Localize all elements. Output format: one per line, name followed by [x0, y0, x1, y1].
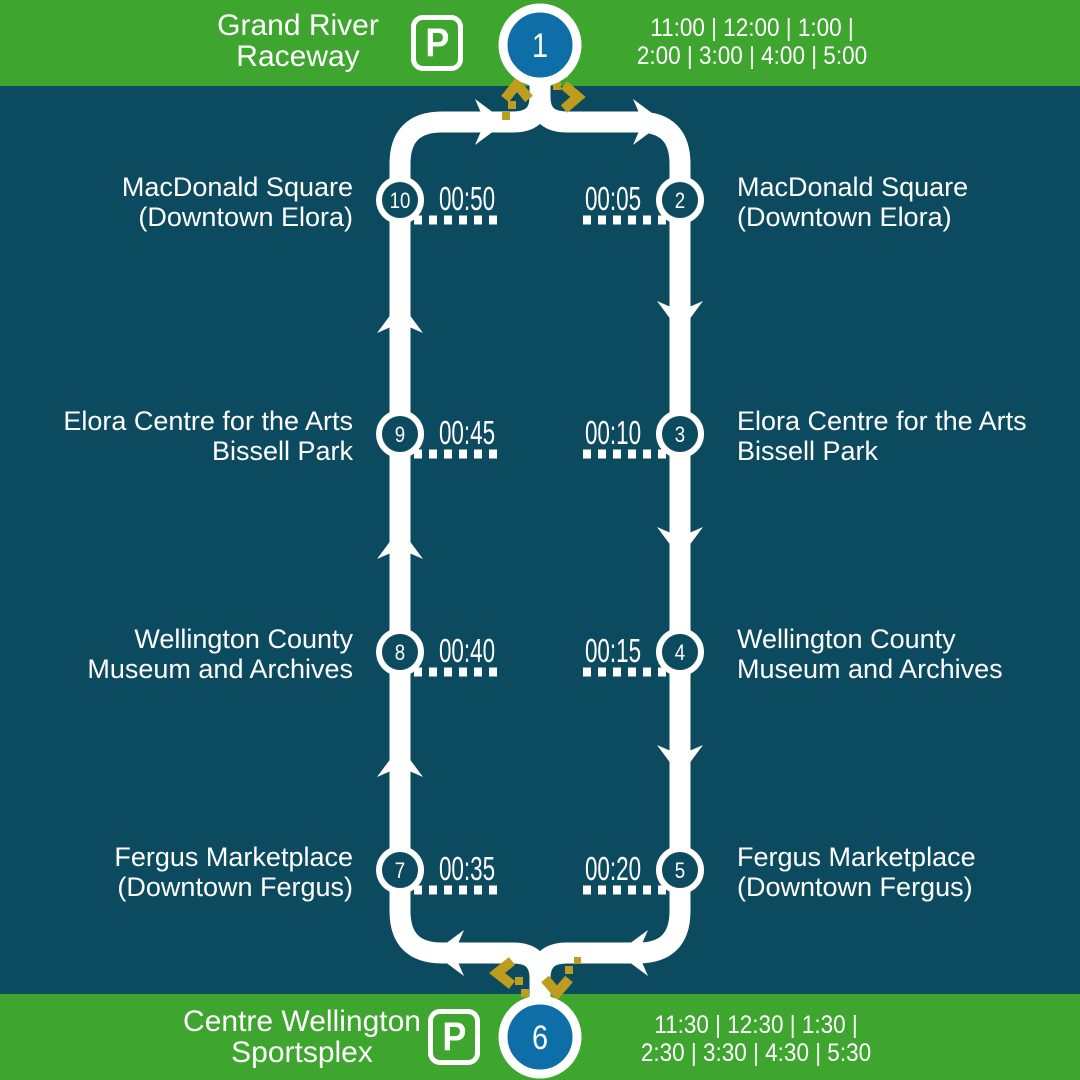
stop-number: 8 — [395, 642, 405, 666]
walk-arrow-left-icon — [488, 957, 529, 997]
stop-node — [656, 846, 704, 894]
travel-time: 00:50 — [439, 180, 495, 217]
stop-number: 2 — [675, 190, 685, 214]
arrow-up-icon — [377, 528, 423, 559]
arrow-left-icon — [617, 930, 648, 976]
stop-label-10: MacDonald Square (Downtown Elora) — [121, 172, 353, 232]
travel-time: 00:15 — [585, 632, 641, 669]
terminal-number: 1 — [532, 26, 548, 65]
arrow-down-icon — [657, 745, 703, 776]
arrow-left-icon — [433, 930, 464, 976]
parking-icon: P — [428, 1009, 480, 1065]
walk-arrows — [488, 71, 586, 1001]
stop-number: 9 — [395, 424, 405, 448]
travel-time: 00:10 — [585, 414, 641, 451]
terminal-node-top — [498, 3, 582, 87]
stop-label-8: Wellington County Museum and Archives — [87, 624, 353, 684]
stop-node — [376, 628, 424, 676]
stop-number: 3 — [675, 424, 685, 448]
top-terminal-name: Grand River Raceway — [217, 9, 379, 73]
top-terminal-schedule: 11:00 | 12:00 | 1:00 | 2:00 | 3:00 | 4:0… — [636, 14, 868, 70]
arrow-down-icon — [657, 527, 703, 558]
stop-nodes: 10 9 8 7 2 3 4 5 — [376, 176, 704, 894]
stop-number: 10 — [390, 190, 411, 214]
walk-arrow-up-icon — [501, 75, 533, 120]
terminal-node-bottom — [498, 995, 582, 1079]
arrow-up-icon — [377, 302, 423, 333]
stop-node — [656, 628, 704, 676]
parking-letter: P — [424, 20, 450, 65]
bottom-terminal-name: Centre Wellington Sportsplex — [183, 1005, 421, 1069]
stop-number: 7 — [395, 860, 405, 884]
parking-letter: P — [441, 1014, 467, 1059]
direction-arrows — [377, 99, 703, 976]
stop-node — [376, 846, 424, 894]
stop-label-5: Fergus Marketplace (Downtown Fergus) — [737, 842, 976, 902]
stop-label-4: Wellington County Museum and Archives — [737, 624, 1003, 684]
terminal-nodes: 1 6 — [498, 3, 582, 1079]
stop-node — [376, 410, 424, 458]
bottom-terminal-schedule: 11:30 | 12:30 | 1:30 | 2:30 | 3:30 | 4:3… — [640, 1011, 872, 1067]
arrow-up-icon — [377, 746, 423, 777]
travel-time: 00:20 — [585, 850, 641, 887]
route-left-leg — [389, 86, 551, 989]
stop-label-2: MacDonald Square (Downtown Elora) — [737, 172, 969, 232]
travel-times: 00:50 00:45 00:40 00:35 00:05 00:10 00:1… — [439, 180, 641, 887]
arrow-right-icon — [633, 99, 664, 145]
travel-time: 00:05 — [585, 180, 641, 217]
arrow-right-icon — [475, 99, 506, 145]
stop-label-3: Elora Centre for the Arts Bissell Park — [737, 406, 1027, 466]
stop-number: 5 — [675, 860, 685, 884]
arrow-down-icon — [657, 301, 703, 332]
route-right-leg — [529, 86, 691, 989]
stop-label-7: Fergus Marketplace (Downtown Fergus) — [114, 842, 353, 902]
parking-icon: P — [411, 15, 463, 71]
dotted-connectors — [414, 215, 666, 895]
travel-time: 00:40 — [439, 632, 495, 669]
stop-node — [656, 410, 704, 458]
travel-time: 00:35 — [439, 850, 495, 887]
travel-time: 00:45 — [439, 414, 495, 451]
stop-node — [656, 176, 704, 224]
stop-number: 4 — [675, 642, 685, 666]
terminal-number: 6 — [532, 1018, 548, 1057]
stop-label-9: Elora Centre for the Arts Bissell Park — [63, 406, 353, 466]
stop-node — [376, 176, 424, 224]
walk-arrow-down-icon — [541, 957, 581, 1001]
